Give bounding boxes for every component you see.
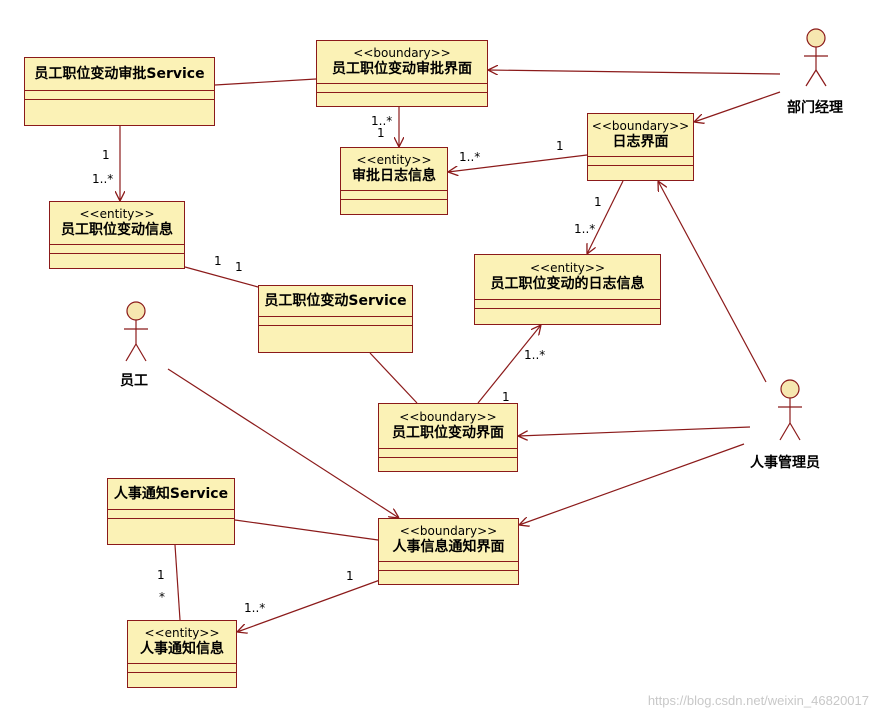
multiplicity-label: 1..* xyxy=(524,348,546,362)
multiplicity-label: 1..* xyxy=(574,222,596,236)
class-log-ui-name: 日志界面 xyxy=(612,134,669,150)
assoc-change-info-change-service xyxy=(184,266,259,288)
assoc-manager-log-ui xyxy=(694,91,781,122)
actor-employee xyxy=(124,301,148,362)
multiplicity-label: 1 xyxy=(346,569,354,583)
class-notice-info-name: 人事通知信息 xyxy=(140,641,224,657)
class-change-ui-name: 员工职位变动界面 xyxy=(392,425,504,441)
class-change-service-name: 员工职位变动Service xyxy=(264,293,407,309)
multiplicity-label: 1..* xyxy=(459,150,481,164)
stereotype-entity: <<entity>> xyxy=(529,261,606,275)
multiplicity-label: 1 xyxy=(214,254,222,268)
class-notice-service[interactable]: 人事通知Service xyxy=(107,478,235,545)
actor-hr-admin xyxy=(778,379,802,441)
assoc-hr-notice-ui xyxy=(519,443,745,525)
class-notice-info[interactable]: <<entity>>人事通知信息 xyxy=(127,620,237,688)
assoc-notice-service-ui xyxy=(234,519,379,541)
multiplicity-label: 1 xyxy=(377,126,385,140)
watermark: https://blog.csdn.net/weixin_46820017 xyxy=(647,693,869,708)
class-notice-ui-name: 人事信息通知界面 xyxy=(392,539,505,555)
multiplicity-label: 1 xyxy=(102,148,110,162)
assoc-notice-service-info xyxy=(174,544,181,621)
multiplicity-label: 1 xyxy=(594,195,602,209)
actor-dept-manager xyxy=(804,28,828,87)
assoc-approval-service-ui xyxy=(214,78,317,86)
class-change-service[interactable]: 员工职位变动Service xyxy=(258,285,413,353)
stereotype-boundary: <<boundary>> xyxy=(591,119,690,133)
assoc-manager-approval-ui xyxy=(488,70,781,74)
class-change-ui[interactable]: <<boundary>>员工职位变动界面 xyxy=(378,403,518,472)
multiplicity-label: 1 xyxy=(556,139,564,153)
stereotype-boundary: <<boundary>> xyxy=(399,410,497,424)
assoc-change-service-change-ui xyxy=(369,352,418,404)
assoc-notice-ui-info xyxy=(237,579,381,632)
stereotype-entity: <<entity>> xyxy=(79,207,155,221)
class-change-log[interactable]: <<entity>>员工职位变动的日志信息 xyxy=(474,254,661,325)
class-change-log-name: 员工职位变动的日志信息 xyxy=(490,276,645,292)
multiplicity-label: * xyxy=(159,590,165,604)
multiplicity-label: 1 xyxy=(502,390,510,404)
class-approval-ui-name: 员工职位变动审批界面 xyxy=(332,61,472,77)
class-approval-log[interactable]: <<entity>>审批日志信息 xyxy=(340,147,448,215)
class-log-ui[interactable]: <<boundary>>日志界面 xyxy=(587,113,694,181)
class-approval-service[interactable]: 员工职位变动审批Service xyxy=(24,57,215,126)
stereotype-entity: <<entity>> xyxy=(356,153,432,167)
actor-employee-label: 员工 xyxy=(120,373,148,389)
multiplicity-label: 1..* xyxy=(371,114,393,128)
class-notice-ui[interactable]: <<boundary>>人事信息通知界面 xyxy=(378,518,519,585)
stereotype-boundary: <<boundary>> xyxy=(353,46,451,60)
stereotype-boundary: <<boundary>> xyxy=(399,524,498,538)
multiplicity-label: 1..* xyxy=(92,172,114,186)
assoc-hr-change-ui xyxy=(518,426,751,436)
actor-dept-manager-label: 部门经理 xyxy=(787,100,843,116)
class-approval-ui[interactable]: <<boundary>>员工职位变动审批界面 xyxy=(316,40,488,107)
assoc-log-ui-change-log xyxy=(587,180,624,254)
stereotype-entity: <<entity>> xyxy=(144,626,220,640)
assoc-hr-log-ui xyxy=(658,181,767,383)
multiplicity-label: 1 xyxy=(235,260,243,274)
class-change-info[interactable]: <<entity>>员工职位变动信息 xyxy=(49,201,185,269)
assoc-change-ui-change-log xyxy=(477,325,541,404)
class-approval-service-name: 员工职位变动审批Service xyxy=(34,66,205,82)
assoc-log-ui-approval-log xyxy=(448,154,588,172)
class-change-info-name: 员工职位变动信息 xyxy=(61,222,173,238)
multiplicity-label: 1 xyxy=(157,568,165,582)
multiplicity-label: 1..* xyxy=(244,601,266,615)
class-notice-service-name: 人事通知Service xyxy=(113,486,229,502)
assoc-employee-notice-ui xyxy=(167,368,399,518)
actor-hr-admin-label: 人事管理员 xyxy=(750,455,820,471)
class-approval-log-name: 审批日志信息 xyxy=(352,168,436,184)
